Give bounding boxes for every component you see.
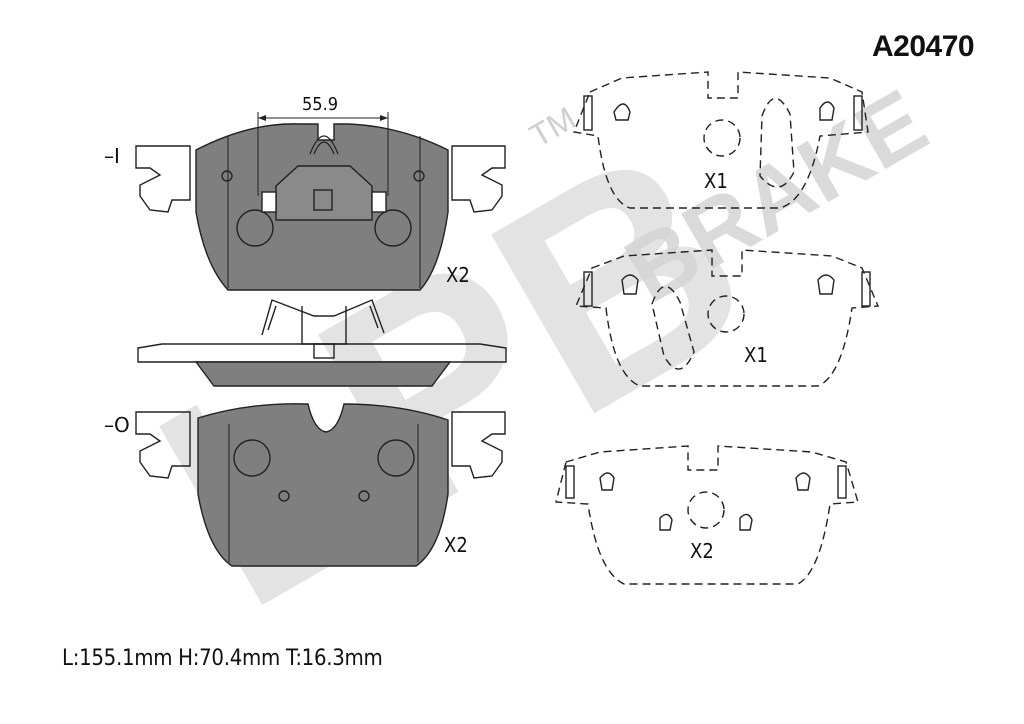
- friction-side: [194, 361, 452, 387]
- dimensions-text: L:155.1mm H:70.4mm T:16.3mm: [62, 646, 383, 671]
- part-number: A20470: [872, 30, 975, 63]
- marker-bottom: –O: [104, 413, 130, 437]
- friction-material-bottom: [197, 403, 449, 567]
- qty-bottom-left: X2: [444, 533, 468, 557]
- pin-hole-right: [374, 209, 412, 247]
- qty-right-bottom: X2: [690, 539, 714, 563]
- pad-top-left: [135, 112, 506, 291]
- qty-right-middle: X1: [744, 343, 768, 367]
- backing-plate-top-right: [451, 145, 506, 213]
- pad-side-view: [137, 299, 507, 387]
- shim-top: [573, 71, 869, 209]
- pad-bottom-left: [135, 403, 506, 567]
- shim-middle: [574, 249, 880, 387]
- clip-spring-side: [261, 299, 385, 336]
- shim-bottom: [555, 445, 859, 585]
- backing-plate-top: [135, 145, 191, 213]
- pin-hole-left: [236, 209, 274, 247]
- dimension-label: 55.9: [302, 94, 338, 115]
- qty-top-left: X2: [446, 263, 470, 287]
- qty-right-top: X1: [704, 169, 728, 193]
- marker-top: –I: [104, 144, 120, 168]
- spring-clip: [275, 165, 373, 221]
